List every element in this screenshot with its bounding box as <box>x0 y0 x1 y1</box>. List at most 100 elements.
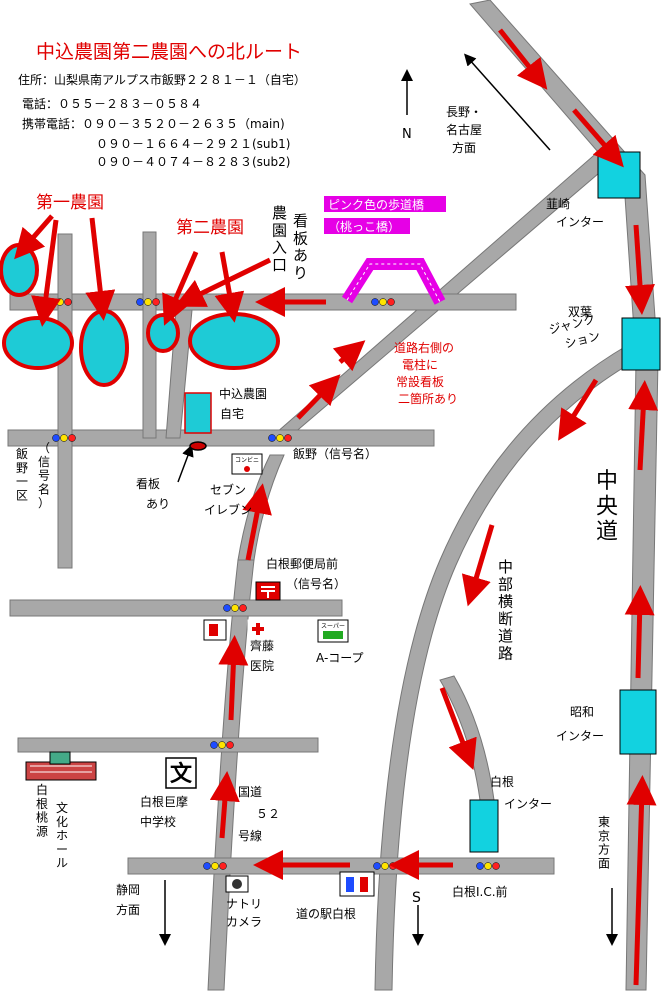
natori-label-1: ナトリ <box>226 897 262 911</box>
acoop-label: A-コープ <box>316 651 364 665</box>
super-label: スーパー <box>321 623 345 630</box>
pole-note-4: 二箇所あり <box>398 392 458 406</box>
shirane-ic-label-1: 白根 <box>490 774 514 789</box>
vertical-text: 農園入口 <box>272 204 287 274</box>
mobile-sub1: ０９０－１６６４－２９２１(sub1) <box>96 137 290 151</box>
signal <box>268 434 292 442</box>
gas-station-icon <box>203 619 227 641</box>
futaba-label-1: 双葉 <box>568 305 592 319</box>
chubu-label: 中部横断道路 <box>498 558 513 663</box>
vertical-text: 東京方面 <box>598 815 610 870</box>
phone: 電話：０５５－２８３－０５８４ <box>22 96 202 111</box>
supermarket-icon: スーパー <box>317 619 349 643</box>
bun-glyph: 文 <box>170 761 193 787</box>
hall-icon <box>25 751 97 781</box>
post-office-label: 白根郵便局前 <box>266 556 338 571</box>
nirasaki-label-2: インター <box>556 215 604 229</box>
pink-bridge-label: ピンク色の歩道橋 （桃っこ橋） <box>324 196 446 234</box>
home-box <box>184 392 212 434</box>
futaba-jct-box <box>621 317 661 371</box>
farm2-pond-a <box>146 313 180 353</box>
pole-note-2: 電柱に <box>402 357 438 372</box>
signal <box>476 862 500 870</box>
route52-label-3: 号線 <box>238 828 262 843</box>
school-road <box>17 737 319 753</box>
shirane-ic-ramp <box>439 675 495 801</box>
shizuoka-label-2: 方面 <box>116 902 140 917</box>
svg-text:ピンク色の歩道橋: ピンク色の歩道橋 <box>328 197 424 212</box>
sign-ari-2: あり <box>146 497 170 511</box>
farm1-pond-c <box>79 309 129 387</box>
konbini-icon: コンビニ <box>231 453 263 475</box>
signal <box>223 604 247 612</box>
seven-label-2: イレブン <box>204 502 252 517</box>
nagano-arrow <box>464 53 551 151</box>
north-label: N <box>402 127 412 142</box>
shizuoka-label-1: 静岡 <box>116 883 140 897</box>
post-road <box>9 599 343 617</box>
nagano-label-3: 方面 <box>452 140 476 155</box>
signal <box>210 741 234 749</box>
farm-ponds <box>0 243 280 387</box>
showa-label-2: インター <box>556 729 604 743</box>
vertical-text: 文化ホール <box>56 800 68 870</box>
sign-ari-1: 看板 <box>136 477 160 491</box>
nirasaki-ic-box <box>597 151 641 199</box>
iino-signal-label: 飯野（信号名） <box>293 446 377 461</box>
signal <box>371 298 395 306</box>
showa-ic-box <box>619 689 657 755</box>
mobile-main: 携帯電話：０９０－３５２０－２６３５（main) <box>22 116 285 131</box>
vertical-text: 中部横断道路 <box>498 558 513 663</box>
shirane-ic-label-2: インター <box>504 797 552 811</box>
showa-label-1: 昭和 <box>570 705 594 719</box>
signboard-label: 看板あり <box>293 212 308 282</box>
page-title: 中込農園第二農園への北ルート <box>36 41 302 63</box>
address: 住所：山梨県南アルプス市飯野２２８１－１（自宅） <box>18 72 306 87</box>
mobile-sub2: ０９０－４０７４－８２８３(sub2) <box>96 155 290 169</box>
signal <box>52 434 76 442</box>
chuo-label: 中央道 <box>596 469 618 545</box>
michinoeki-label: 道の駅白根 <box>296 906 356 921</box>
signal <box>136 298 160 306</box>
farm1-pond-b <box>2 316 74 370</box>
nagano-label-1: 長野・ <box>446 105 482 119</box>
school-label-2: 中学校 <box>140 814 176 829</box>
iino-road <box>7 429 435 447</box>
signal <box>203 862 227 870</box>
chubu-road <box>374 344 637 991</box>
svg-text:（桃っこ橋）: （桃っこ橋） <box>328 219 400 234</box>
home-label-2: 自宅 <box>220 406 244 421</box>
bunka-label-1: 白根桃源 <box>36 782 48 838</box>
restroom-icon <box>339 871 375 897</box>
route-arrows <box>14 28 659 986</box>
farm2-pond-b <box>188 312 280 370</box>
vertical-text: （信号名） <box>38 441 50 510</box>
iino-1ku-label: 飯野一区 <box>16 446 28 502</box>
bunka-label-2: 文化ホール <box>56 800 68 870</box>
pole-note-3: 常設看板 <box>396 374 444 389</box>
signal <box>373 862 397 870</box>
shirane-ic-front-label: 白根I.C.前 <box>452 884 508 899</box>
tokyo-label: 東京方面 <box>598 815 610 870</box>
shirane-ic-box <box>469 799 499 853</box>
signboard-marker <box>189 441 207 451</box>
vertical-text: 飯野一区 <box>16 446 28 502</box>
natori-label-2: カメラ <box>226 915 262 929</box>
vertical-road-1 <box>57 233 73 569</box>
home-label-1: 中込農園 <box>219 386 267 401</box>
farm-entrance-label: 農園入口 <box>272 204 287 274</box>
post-office-signal-label: （信号名） <box>286 576 346 591</box>
nagano-label-2: 名古屋 <box>446 122 482 137</box>
saito-label-2: 医院 <box>250 659 274 673</box>
signboard-arrow <box>177 444 194 483</box>
school-label-1: 白根巨摩 <box>140 794 188 809</box>
farm1-pond-a <box>0 243 39 297</box>
pole-note-1: 道路右側の <box>394 340 454 355</box>
iino-signal-name-label: （信号名） <box>38 441 50 510</box>
hospital-icon <box>247 619 269 639</box>
south-label: S <box>412 890 421 906</box>
farm2-label: 第二農園 <box>176 218 244 238</box>
farm1-label: 第一農園 <box>36 193 104 213</box>
signal <box>48 298 72 306</box>
